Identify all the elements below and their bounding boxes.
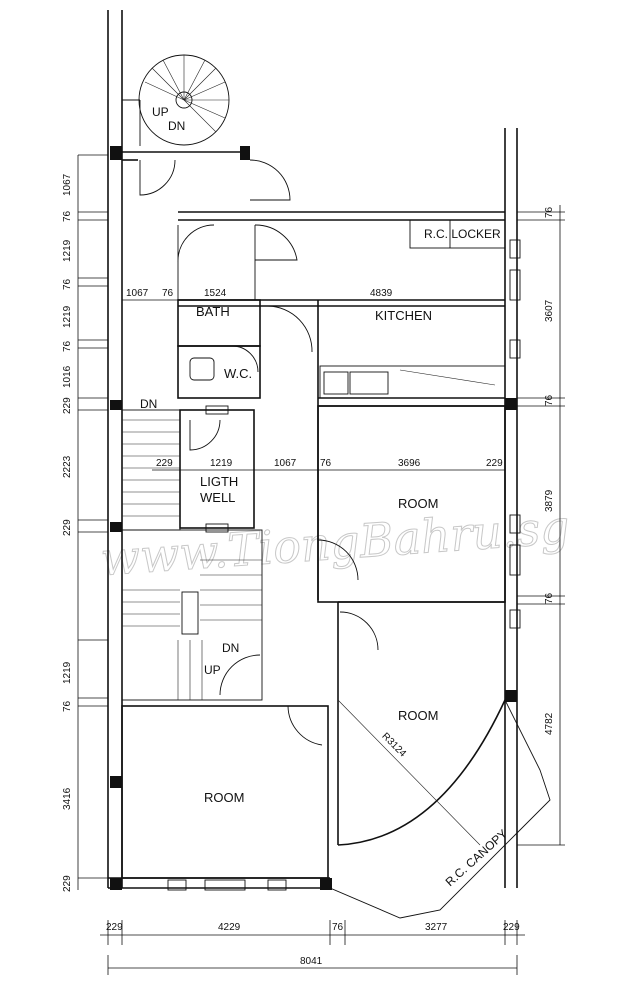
dim-kitchen-1: 76 [162,288,174,299]
dim-room-1: 1219 [210,458,233,469]
main-staircase: DN DN UP [121,397,263,701]
dim-left-6: 1016 [62,365,73,388]
dimensions-right: 76 3607 76 3879 76 4782 [517,205,565,846]
room-front-label: ROOM [204,790,244,805]
room-upper-label: ROOM [398,496,438,511]
rc-canopy-label: R.C. CANOPY [443,827,510,890]
dim-left-5: 76 [62,340,73,352]
dimensions-bottom: 229 4229 76 3277 229 8041 [100,920,525,975]
light-well: LIGTH WELL [179,405,255,533]
dim-kitchen-3: 4839 [370,288,393,299]
dim-left-8: 2223 [62,455,73,478]
dim-left-12: 3416 [62,787,73,810]
dim-left-2: 1219 [62,239,73,262]
dim-right-4: 76 [544,592,555,604]
columns [110,146,517,890]
front-windows [167,879,287,891]
stair-up-label: UP [204,663,221,677]
dim-left-7: 229 [62,397,73,414]
dim-left-10: 1219 [62,661,73,684]
stair-dn-top-label: DN [140,397,157,411]
dim-room-4: 3696 [398,458,421,469]
dim-right-1: 3607 [544,299,555,322]
spiral-up-label: UP [152,105,169,119]
dim-left-11: 76 [62,700,73,712]
dim-left-1: 76 [62,210,73,222]
room-middle: ROOM R3124 [337,601,506,846]
dim-right-3: 3879 [544,489,555,512]
light-well-label-2: WELL [200,490,235,505]
dim-left-9: 229 [62,519,73,536]
stair-dn-mid-label: DN [222,641,239,655]
room-middle-label: ROOM [398,708,438,723]
kitchen-label: KITCHEN [375,308,432,323]
dim-kitchen-2: 1524 [204,288,227,299]
dim-bottom-2: 76 [332,922,344,933]
spiral-dn-label: DN [168,119,185,133]
bath-label: BATH [196,304,230,319]
room-front: ROOM [121,705,329,879]
light-well-label-1: LIGTH [200,474,238,489]
dim-right-0: 76 [544,206,555,218]
dim-right-2: 76 [544,394,555,406]
dim-room-5: 229 [486,458,503,469]
dim-room-0: 229 [156,458,173,469]
room-upper: ROOM [317,405,506,603]
dim-room-3: 76 [320,458,332,469]
dim-room-2: 1067 [274,458,297,469]
rc-locker-label: R.C. LOCKER [424,227,501,241]
radius-label: R3124 [379,731,408,760]
dimensions-row-room: 229 1219 1067 76 3696 229 [152,458,505,471]
dim-kitchen-0: 1067 [126,288,149,299]
dim-bottom-3: 3277 [425,922,448,933]
right-windows [509,239,521,629]
dim-bottom-1: 4229 [218,922,241,933]
dimensions-row-kitchen: 1067 76 1524 4839 [122,288,505,301]
outer-walls [107,10,518,889]
dim-left-0: 1067 [62,173,73,196]
dim-left-3: 76 [62,278,73,290]
watermark: www.TiongBahru.sg [99,500,571,587]
dim-bottom-0: 229 [106,922,123,933]
spiral-staircase: UP DN [122,54,230,146]
dim-total: 8041 [300,956,323,967]
dimensions-left: 1067 76 1219 76 1219 76 1016 229 2223 22… [62,154,108,892]
dim-left-4: 1219 [62,305,73,328]
bath-wc: BATH W.C. [177,299,261,399]
rear-doors [139,159,298,300]
wc-label: W.C. [224,366,252,381]
dim-bottom-4: 229 [503,922,520,933]
dim-right-5: 4782 [544,712,555,735]
dim-left-13: 229 [62,875,73,892]
